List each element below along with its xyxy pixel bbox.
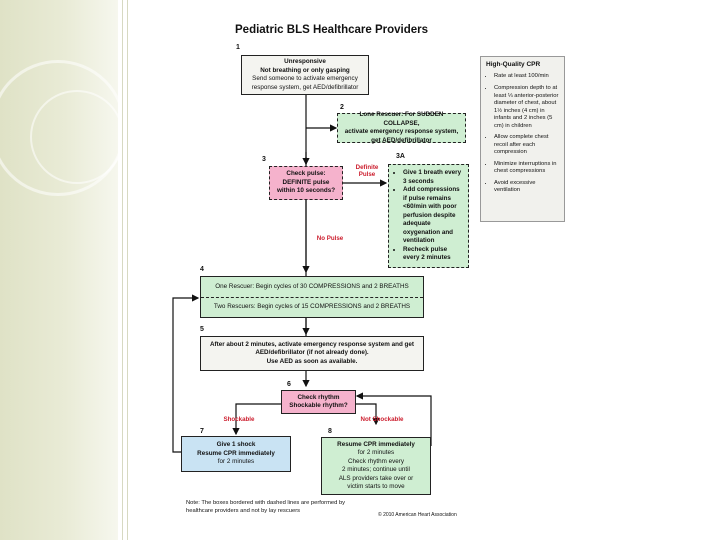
no-pulse-label: No Pulse	[316, 235, 344, 242]
step-1-line: Send someone to activate emergency	[252, 75, 358, 82]
step-8-line: ALS providers take over or	[338, 474, 414, 482]
step-3a-item: Recheck pulse every 2 minutes	[403, 246, 464, 263]
step-5-box: After about 2 minutes, activate emergenc…	[200, 336, 424, 371]
step-8-line: 2 minutes; continue until	[342, 466, 410, 473]
step-number-7: 7	[200, 428, 204, 435]
step-8-line: for 2 minutes	[357, 449, 395, 456]
step-7-box: Give 1 shock Resume CPR immediately for …	[181, 436, 291, 472]
step-number-3: 3	[262, 156, 266, 163]
footnote: Note: The boxes bordered with dashed lin…	[186, 500, 346, 514]
loop-8-to-6	[355, 392, 432, 446]
step-3-line: within 10 seconds?	[276, 187, 336, 195]
definite-pulse-label: Definite Pulse	[355, 164, 379, 179]
step-1-box: Unresponsive Not breathing or only gaspi…	[241, 55, 369, 95]
decor-line	[122, 0, 123, 540]
step-number-1: 1	[236, 44, 240, 51]
decor-ring	[30, 90, 124, 184]
arrow-to-7	[232, 403, 281, 436]
step-1-line: response system, get AED/defibrillator	[251, 83, 359, 91]
step-3-line: DEFINITE pulse	[282, 178, 330, 186]
step-1-line: Unresponsive	[284, 58, 326, 65]
step-4-one-rescuer: One Rescuer: Begin cycles of 30 COMPRESS…	[201, 277, 423, 298]
step-6-line: Check rhythm	[297, 393, 340, 401]
shockable-label: Shockable	[223, 416, 255, 423]
cpr-item: Allow complete chest recoil after each c…	[494, 134, 559, 157]
step-1-line: Not breathing or only gasping	[260, 66, 350, 74]
step-5-line: After about 2 minutes, activate emergenc…	[209, 340, 415, 348]
high-quality-cpr-title: High-Quality CPR	[486, 61, 541, 68]
decor-ring	[0, 60, 126, 196]
step-8-line: victim starts to move	[347, 483, 405, 490]
cpr-item: Minimize interruptions in chest compress…	[494, 161, 559, 176]
step-number-8: 8	[328, 428, 332, 435]
step-4-two-rescuers: Two Rescuers: Begin cycles of 15 COMPRES…	[213, 303, 411, 310]
step-3a-item: Give 1 breath every 3 seconds	[403, 169, 464, 186]
loop-7-to-4	[172, 294, 200, 453]
step-8-line: Check rhythm every	[348, 457, 404, 465]
step-7-line: Give 1 shock	[216, 441, 256, 449]
not-shockable-label: Not Shockable	[360, 416, 404, 423]
step-number-6: 6	[287, 381, 291, 388]
step-5-line: Use AED as soon as available.	[266, 357, 358, 365]
step-6-line: Shockable rhythm?	[289, 402, 348, 409]
cpr-item: Compression depth to at least ⅓ anterior…	[494, 85, 559, 130]
step-7-line: Resume CPR immediately	[197, 449, 275, 457]
step-3-box: Check pulse: DEFINITE pulse within 10 se…	[269, 166, 343, 200]
high-quality-cpr-panel: High-Quality CPR Rate at least 100/min C…	[480, 56, 565, 222]
step-6-box: Check rhythm Shockable rhythm?	[281, 390, 356, 414]
step-8-line: Resume CPR immediately	[337, 440, 415, 448]
step-2-line: Lone Rescuer: For SUDDEN COLLAPSE,	[359, 111, 444, 127]
step-4-box: One Rescuer: Begin cycles of 30 COMPRESS…	[200, 276, 424, 318]
copyright: © 2010 American Heart Association	[378, 512, 457, 518]
arrow-to-8	[356, 403, 380, 426]
cpr-item: Rate at least 100/min	[494, 73, 559, 81]
cpr-item: Avoid excessive ventilation	[494, 180, 559, 195]
step-7-line: for 2 minutes	[217, 458, 255, 466]
step-number-2: 2	[340, 104, 344, 111]
step-number-5: 5	[200, 326, 204, 333]
decor-line	[127, 0, 128, 540]
step-3-line: Check pulse:	[286, 170, 326, 178]
step-number-3a: 3A	[396, 153, 405, 160]
step-5-line: AED/defibrillator (if not already done).	[255, 349, 369, 357]
step-2-line: activate emergency response system,	[344, 128, 459, 135]
diagram-title: Pediatric BLS Healthcare Providers	[235, 24, 429, 36]
step-2-box: Lone Rescuer: For SUDDEN COLLAPSE, activ…	[337, 111, 466, 144]
step-number-4: 4	[200, 266, 204, 273]
step-3a-box: Give 1 breath every 3 seconds Add compre…	[388, 164, 469, 268]
step-3a-item: Add compressions if pulse remains <60/mi…	[403, 186, 464, 246]
step-2-line: get AED/defibrillator	[371, 136, 432, 144]
step-8-box: Resume CPR immediately for 2 minutes Che…	[321, 437, 431, 495]
